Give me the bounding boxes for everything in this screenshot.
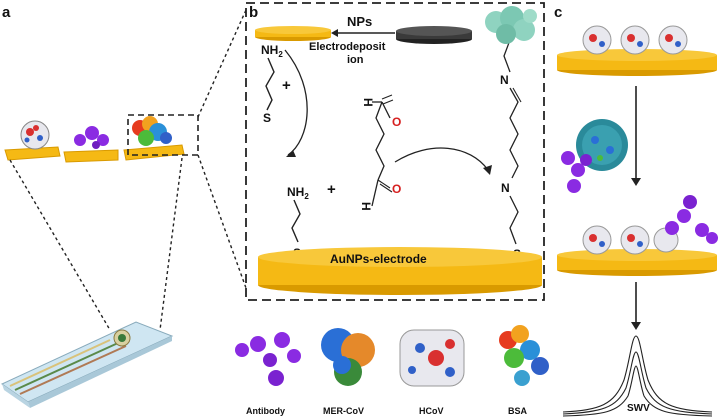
bare-electrode-disk xyxy=(396,26,472,44)
panel-a-zoom-lines xyxy=(10,10,246,330)
reaction-arrow-right xyxy=(395,148,488,170)
oxygen-bottom: O xyxy=(392,182,401,196)
oxygen-top: O xyxy=(392,115,401,129)
nps-gold-disk xyxy=(255,26,331,41)
imine-n-top: N xyxy=(500,73,509,87)
plus-top: + xyxy=(282,77,291,94)
plus-bottom: + xyxy=(327,181,336,198)
reaction-arrow-curve xyxy=(285,50,307,155)
nps-label: NPs xyxy=(347,14,372,29)
panel-a-hcov-protein xyxy=(21,121,49,149)
glutaraldehyde-molecule: H O O H xyxy=(359,95,401,211)
immobilized-protein xyxy=(485,6,537,44)
panel-c-antibody-1 xyxy=(561,151,592,193)
legend-antibody-label: Antibody xyxy=(246,406,285,416)
cysteamine-top-chain xyxy=(266,58,274,110)
panel-label-c: c xyxy=(554,4,562,21)
right-linker-chain: N N S xyxy=(500,40,521,261)
legend-bsa-icon xyxy=(499,325,549,386)
panel-a-bsa xyxy=(132,116,172,146)
panel-c-arrow-1-head xyxy=(631,178,641,186)
aldehyde-h-bottom: H xyxy=(359,202,373,211)
sulfur-top-label: S xyxy=(263,111,271,125)
panel-c-arrow-2-head xyxy=(631,322,641,330)
legend-hcov-label: HCoV xyxy=(419,406,444,416)
imine-n-bottom: N xyxy=(501,181,510,195)
amine-bottom-label: NH2 xyxy=(287,185,309,201)
panel-c-step2-proteins xyxy=(583,226,678,254)
legend-mers-label: MER-CoV xyxy=(323,406,364,416)
legend-bsa-label: BSA xyxy=(508,406,528,416)
panel-label-b: b xyxy=(249,4,258,21)
electrodeposition-label-line2: ion xyxy=(347,54,364,66)
electrodeposition-label-line1: Electrodeposit xyxy=(309,41,386,53)
swv-label: SWV xyxy=(627,403,650,414)
amine-top-label: NH2 xyxy=(261,43,283,59)
sensor-strip xyxy=(2,322,172,408)
electrodeposition-arrow-head xyxy=(331,29,338,37)
reaction-arrow-right-head xyxy=(483,165,492,175)
panel-c-step1-proteins xyxy=(583,26,687,54)
legend-hcov-icon xyxy=(400,330,464,386)
reaction-arrow-curve-head xyxy=(286,150,296,157)
electrode-label: AuNPs-electrode xyxy=(330,252,427,266)
panel-label-a: a xyxy=(2,4,11,21)
legend-antibody-icon xyxy=(235,332,301,386)
legend-mers-icon xyxy=(321,328,375,386)
panel-a-antibody xyxy=(74,126,109,149)
cysteamine-bottom-chain xyxy=(292,200,300,242)
